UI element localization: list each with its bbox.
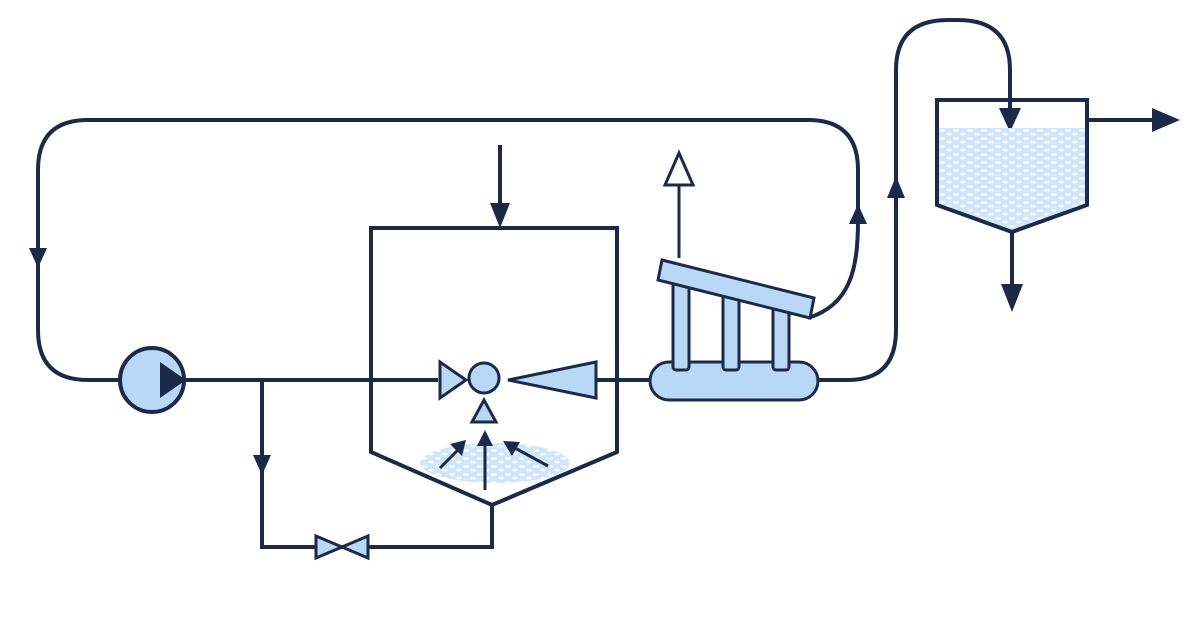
recirculation-loop [36, 118, 860, 382]
tank-icon [369, 226, 619, 508]
arrow-down-icon [29, 248, 47, 268]
pump-direction-icon [160, 362, 186, 398]
sludge-arrows [438, 442, 549, 490]
gas-separator[interactable] [648, 258, 820, 402]
ejector-suction-icon [469, 396, 499, 424]
arrow-up-icon [887, 176, 905, 198]
hollow-arrow-up-icon [662, 149, 696, 187]
arrow-down-icon [490, 203, 510, 228]
ejector-nozzle-icon [467, 361, 501, 395]
arrow-right-icon [1152, 108, 1180, 132]
arrow-up-icon [849, 204, 867, 224]
arrow-up-icon [477, 430, 493, 446]
recirculation-pipe [36, 118, 860, 382]
ejector-inlet-icon [438, 359, 469, 401]
settler-liquid [937, 128, 1087, 232]
ejector-diffuser-icon [507, 360, 598, 400]
valve-icon [338, 533, 370, 561]
settling-tank [935, 98, 1089, 235]
separator-riser-icon [771, 306, 791, 372]
ejector[interactable] [438, 359, 598, 424]
arrow-down-icon [253, 455, 271, 475]
arrow-icon [450, 440, 466, 456]
transfer-line [818, 18, 1012, 382]
mixing-tank [369, 226, 619, 508]
separator-riser-icon [721, 288, 741, 372]
arrow-icon [503, 441, 520, 456]
settler-icon [935, 98, 1089, 235]
valve-icon [314, 533, 346, 561]
circulation-pump[interactable] [118, 346, 186, 414]
arrow-down-icon [1001, 284, 1023, 312]
separator-header-icon [656, 258, 816, 320]
arrow-down-icon [999, 108, 1021, 132]
bypass-valve[interactable] [314, 533, 370, 561]
sludge-blanket [420, 443, 570, 483]
